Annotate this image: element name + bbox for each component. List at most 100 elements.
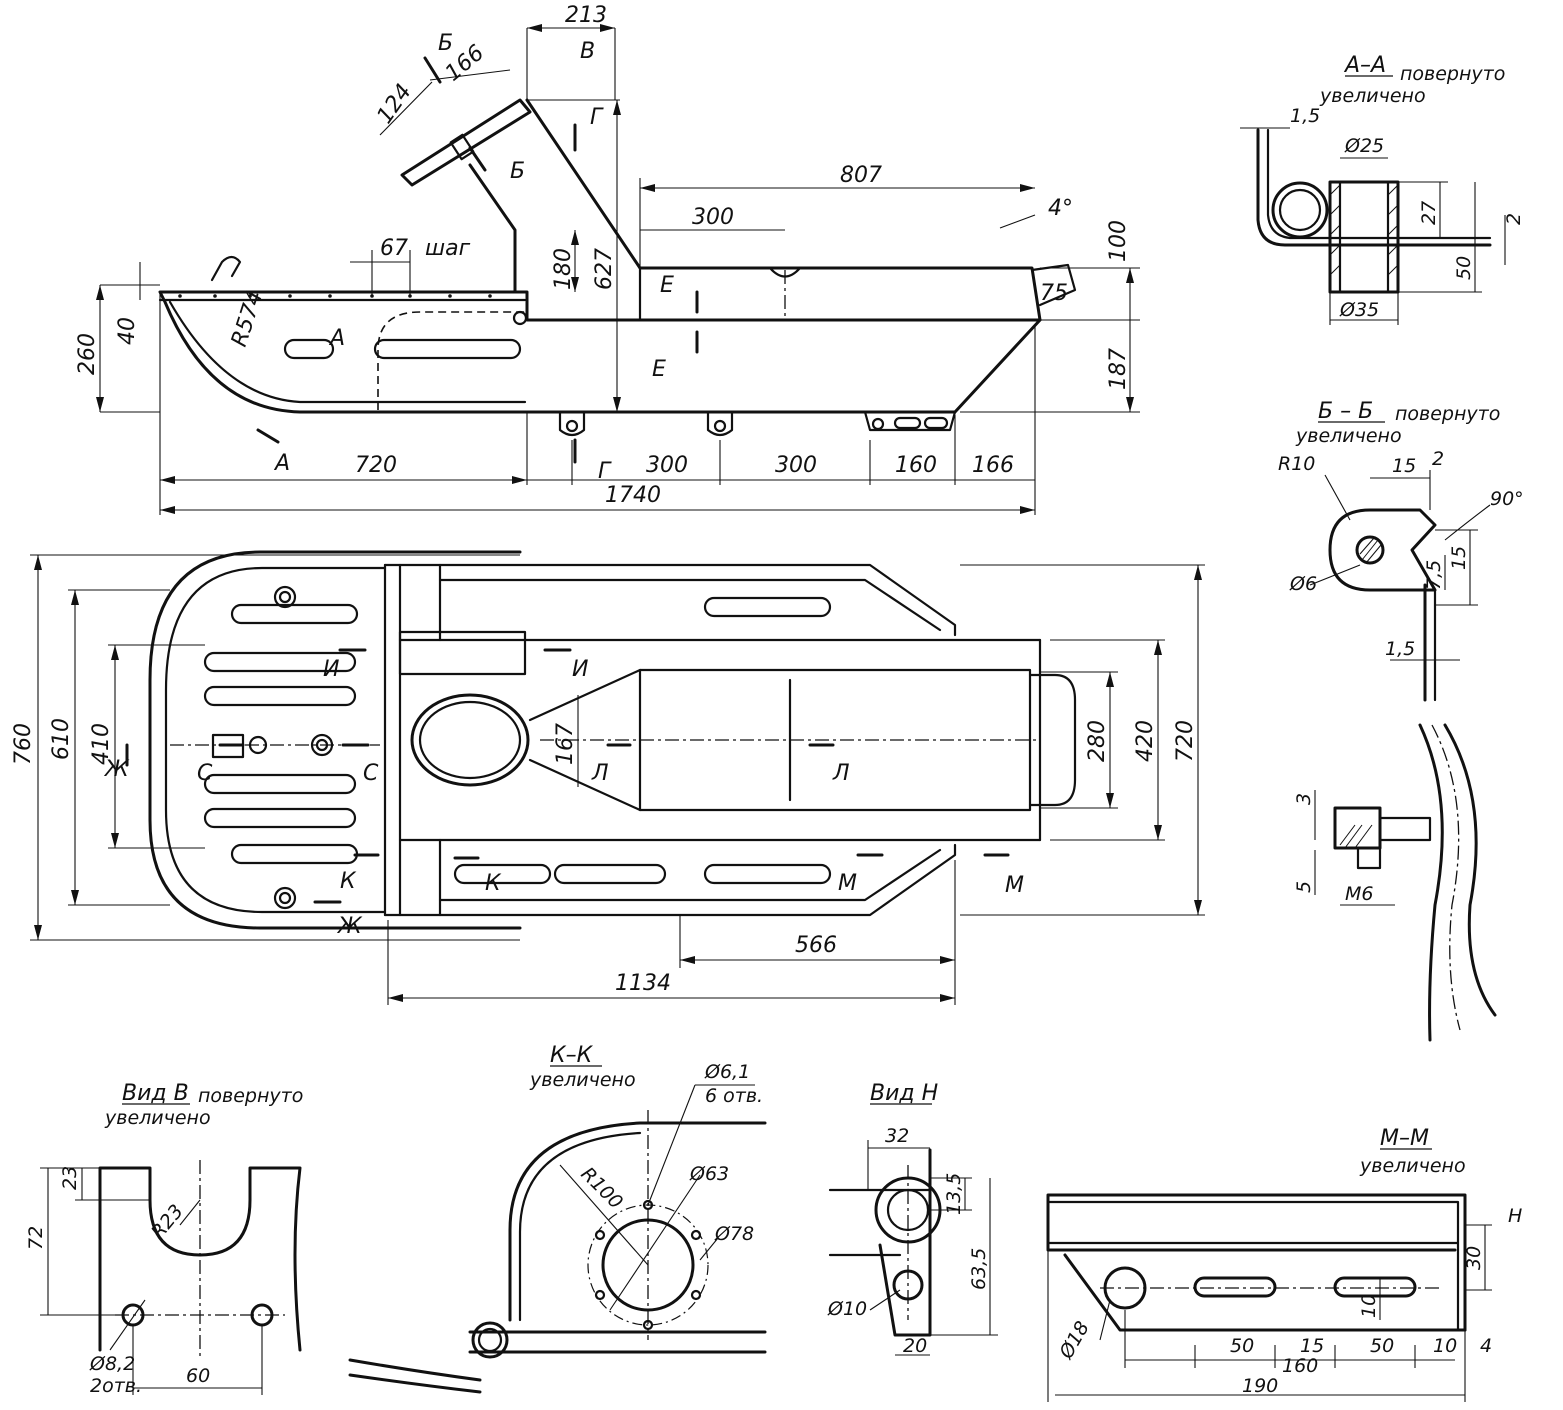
bolt-washer — [1356, 846, 1382, 870]
kk-title: К–К — [550, 1043, 594, 1068]
bb-dim-75: 7,5 — [1423, 560, 1445, 590]
plan-outer-hull — [148, 550, 522, 930]
vn-dim-32: 32 — [885, 1125, 909, 1147]
kk-note: увеличено — [529, 1069, 636, 1091]
dim-300-top: 300 — [692, 205, 734, 230]
marker-i1: И — [323, 657, 339, 682]
dim-100: 100 — [1106, 220, 1131, 262]
mm-note: увеличено — [1359, 1155, 1466, 1177]
kk-tube — [471, 1321, 509, 1359]
sled-hull-outline — [158, 290, 1042, 414]
kk-bolt-holes — [594, 1199, 702, 1331]
bolt-dims — [1314, 790, 1395, 906]
aa-plate-2 — [1266, 128, 1492, 240]
marker-a1: А — [328, 326, 345, 351]
mm-dim-n: Н — [1508, 1205, 1522, 1227]
aa-bore — [1338, 180, 1390, 294]
marker-l2: Л — [832, 761, 850, 786]
plan-fasteners — [211, 585, 334, 910]
aa-tube-outer — [1271, 181, 1329, 239]
vv-dim-d82: Ø8,2 — [89, 1353, 135, 1375]
marker-e1: Е — [660, 273, 674, 298]
aa-dim-27: 27 — [1418, 201, 1440, 225]
dim-167: 167 — [553, 723, 578, 765]
plan-inner-rail-top — [438, 578, 942, 632]
side-view-arrows — [96, 24, 1134, 514]
dim-420: 420 — [1133, 720, 1158, 762]
bb-title: Б – Б — [1318, 399, 1373, 424]
kk-bottom-rail — [468, 1330, 767, 1354]
dim-67: 67 — [380, 236, 408, 261]
marker-l1: Л — [591, 761, 609, 786]
deck-rivets — [178, 294, 492, 298]
side-section-markers — [256, 56, 699, 464]
mm-dim-15: 15 — [1300, 1335, 1324, 1357]
vv-title: Вид В — [122, 1081, 189, 1106]
kk-inner-plate — [518, 1131, 642, 1322]
mm-tube-inner — [1046, 1200, 1460, 1332]
aa-dim-t15: 1,5 — [1290, 105, 1320, 127]
plan-oval-hatch-inner — [418, 700, 522, 780]
plan-clamp-block — [398, 630, 527, 676]
mm-slot-1 — [1193, 1276, 1277, 1298]
hull-hidden-frame — [377, 311, 525, 410]
kk-dim-d63: Ø63 — [689, 1163, 729, 1185]
plan-inner-rail-bottom — [438, 848, 942, 902]
dim-260: 260 — [75, 333, 100, 375]
bolt-plate-axis — [1431, 724, 1461, 1031]
plan-inner-hull — [164, 566, 387, 914]
dim-166-b: 166 — [972, 453, 1014, 478]
mm-slot-2 — [1333, 1276, 1417, 1298]
bb-note2: увеличено — [1295, 425, 1402, 447]
vv-dim-60: 60 — [186, 1365, 210, 1387]
kk-dims — [559, 1084, 755, 1311]
dim-step: шаг — [425, 236, 471, 261]
marker-m2: М — [1005, 873, 1024, 898]
side-slot-1 — [283, 338, 335, 360]
section-aa: А–А повернуто увеличено 1,5 Ø25 27 2 50 … — [1240, 53, 1525, 325]
plan-section-markers — [125, 648, 1010, 904]
mm-tube — [1046, 1193, 1467, 1332]
handle-clamp — [449, 133, 475, 161]
marker-v: В — [580, 39, 595, 64]
aa-plate — [1256, 128, 1492, 247]
dim-1134: 1134 — [615, 971, 671, 996]
marker-k1: К — [340, 869, 357, 894]
plan-rail-bottom — [383, 843, 957, 917]
mm-dim-10: 10 — [1358, 1294, 1380, 1318]
tow-hook — [210, 255, 242, 282]
plan-rail-top — [383, 563, 957, 637]
plan-view: 760 610 410 167 280 420 720 566 1134 И И… — [11, 550, 1205, 1005]
seat-back-frame-2 — [525, 98, 1042, 322]
marker-zh2: Ж — [336, 914, 363, 939]
handle-bar — [400, 98, 532, 187]
bb-dim-t15: 1,5 — [1385, 638, 1415, 660]
vn-dim-d10: Ø10 — [827, 1298, 867, 1320]
marker-s1: С — [197, 761, 213, 786]
bolt-dim-5: 5 — [1293, 881, 1315, 893]
kk-outer-plate — [508, 1121, 767, 1322]
mm-dims — [1047, 1224, 1492, 1402]
marker-a2: А — [273, 451, 290, 476]
dim-280: 280 — [1085, 720, 1110, 762]
bb-clip — [1328, 508, 1437, 592]
dim-760: 760 — [11, 723, 36, 765]
dim-213: 213 — [565, 3, 607, 28]
vn-dims — [867, 1140, 998, 1356]
marker-m1: М — [838, 871, 857, 896]
dim-75: 75 — [1040, 281, 1068, 306]
mm-dim-160: 160 — [1282, 1355, 1318, 1377]
vn-dim-135: 13,5 — [943, 1173, 965, 1215]
dim-807: 807 — [840, 163, 882, 188]
dim-720-plan: 720 — [1173, 720, 1198, 762]
section-bb: Б – Б повернуто увеличено R10 15 2 90° Ø… — [1278, 399, 1524, 702]
aa-note1: повернуто — [1400, 63, 1505, 85]
bb-dim-r10: R10 — [1278, 453, 1315, 475]
view-v: Вид В повернуто увеличено 23 72 R23 Ø8,2… — [25, 1081, 303, 1397]
vn-title: Вид Н — [870, 1081, 938, 1106]
hull-bottom-curve — [168, 300, 527, 404]
bb-dim-2: 2 — [1432, 448, 1444, 470]
dim-180: 180 — [551, 248, 576, 290]
bolt-curved-plate-outer — [1443, 723, 1497, 1017]
kk-runner — [348, 1358, 482, 1394]
